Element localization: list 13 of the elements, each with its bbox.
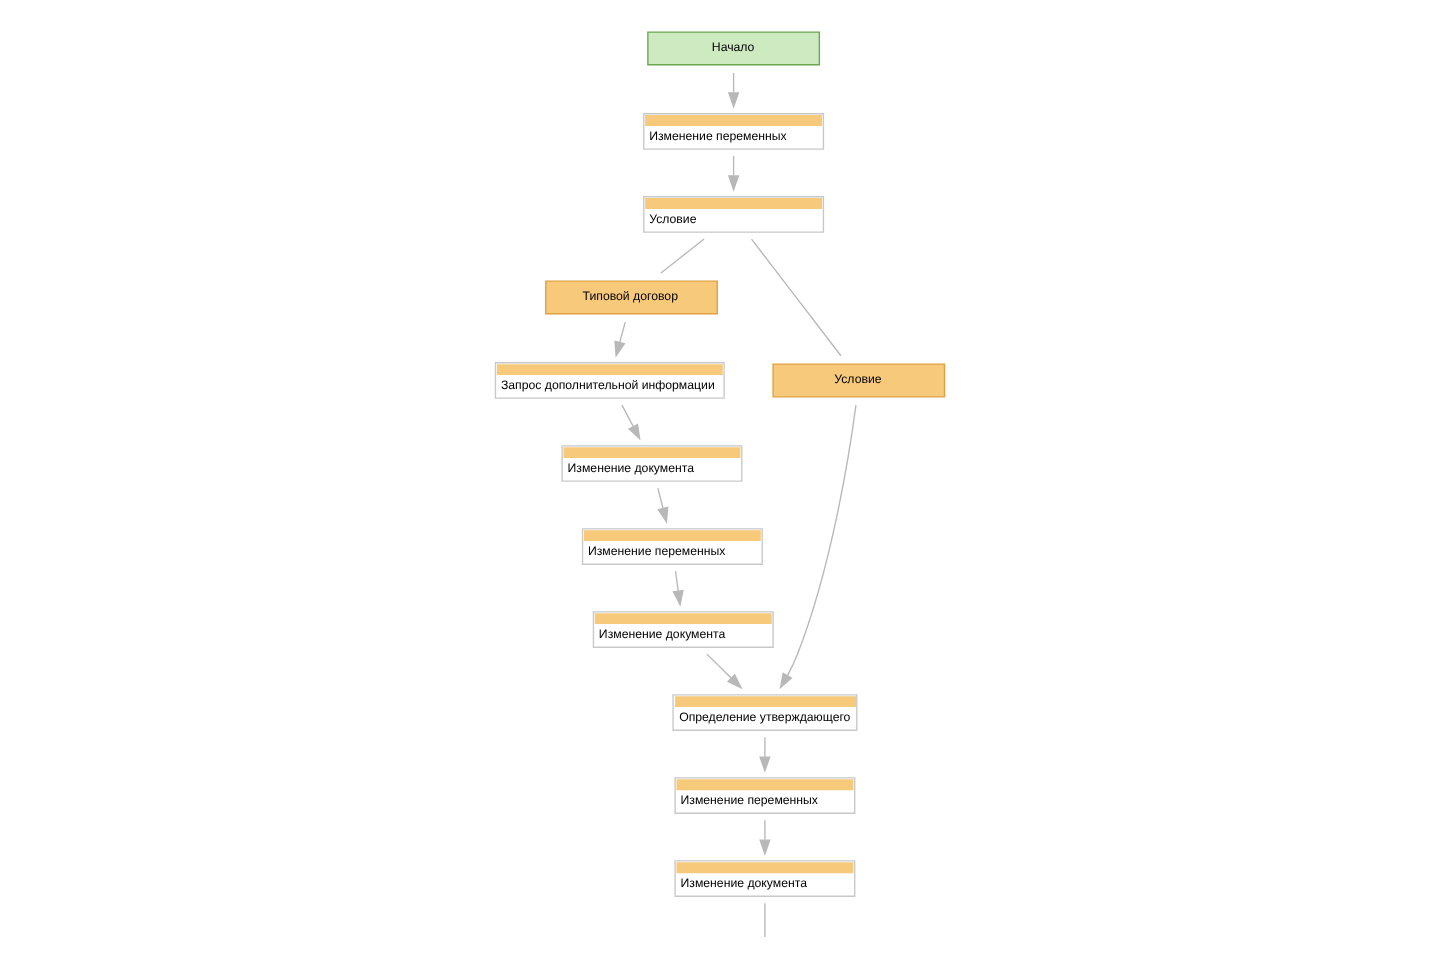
arrow: [657, 486, 669, 523]
arrow: [621, 403, 641, 440]
arrow: [727, 154, 740, 191]
arrow: [759, 818, 771, 855]
arrow: [672, 569, 684, 606]
arrow: [727, 71, 740, 108]
arrow: [779, 403, 857, 689]
connector: [750, 237, 842, 356]
connector: [660, 237, 705, 273]
arrow: [706, 652, 743, 689]
connector: [764, 901, 766, 937]
arrow: [614, 320, 626, 357]
arrow: [759, 735, 771, 772]
